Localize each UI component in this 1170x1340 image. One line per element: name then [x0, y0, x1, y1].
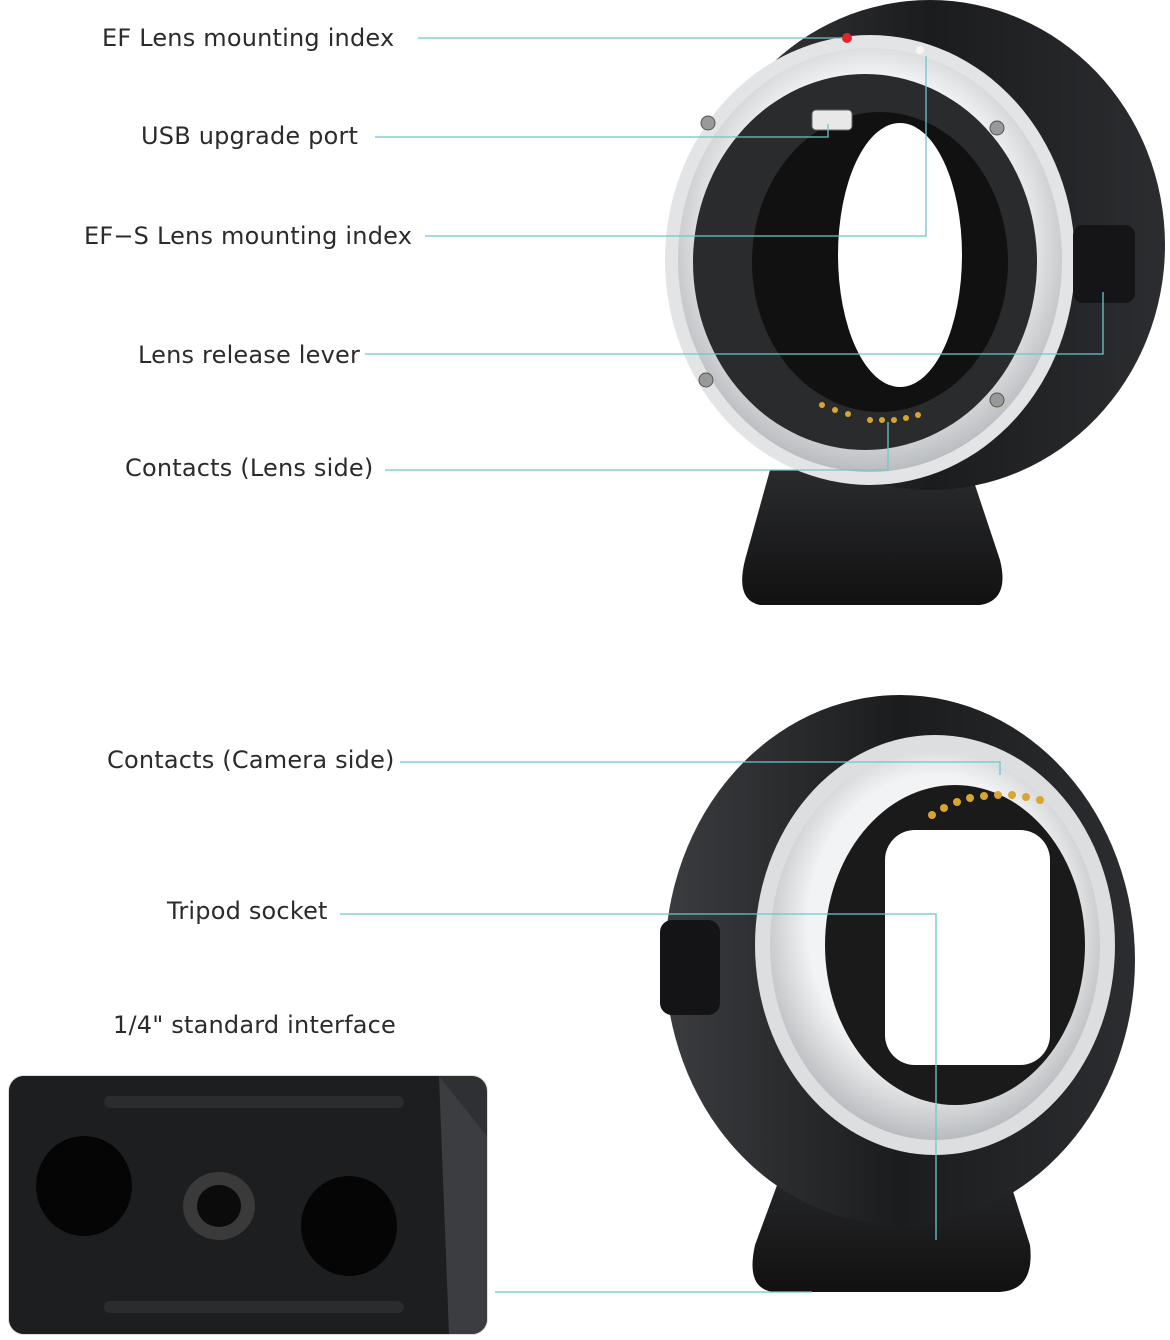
callout-contacts-camera-side: Contacts (Camera side) [107, 746, 395, 774]
ef-index-dot [842, 33, 852, 43]
callout-contacts-lens-side: Contacts (Lens side) [125, 454, 374, 482]
callout-usb-upgrade-port: USB upgrade port [141, 122, 359, 150]
leader-lines [340, 37, 1104, 1293]
callout-tripod-socket: Tripod socket [167, 897, 328, 925]
callout-efs-lens-mounting-index: EF−S Lens mounting index [84, 222, 413, 250]
callout-quarter-inch-interface: 1/4" standard interface [113, 1011, 397, 1039]
callout-ef-lens-mounting-index: EF Lens mounting index [102, 24, 395, 52]
adapter-lens-side [665, 0, 1165, 605]
adapter-camera-side [660, 695, 1135, 1292]
callout-lens-release-lever: Lens release lever [138, 341, 361, 369]
tripod-interface-closeup [8, 1075, 488, 1335]
